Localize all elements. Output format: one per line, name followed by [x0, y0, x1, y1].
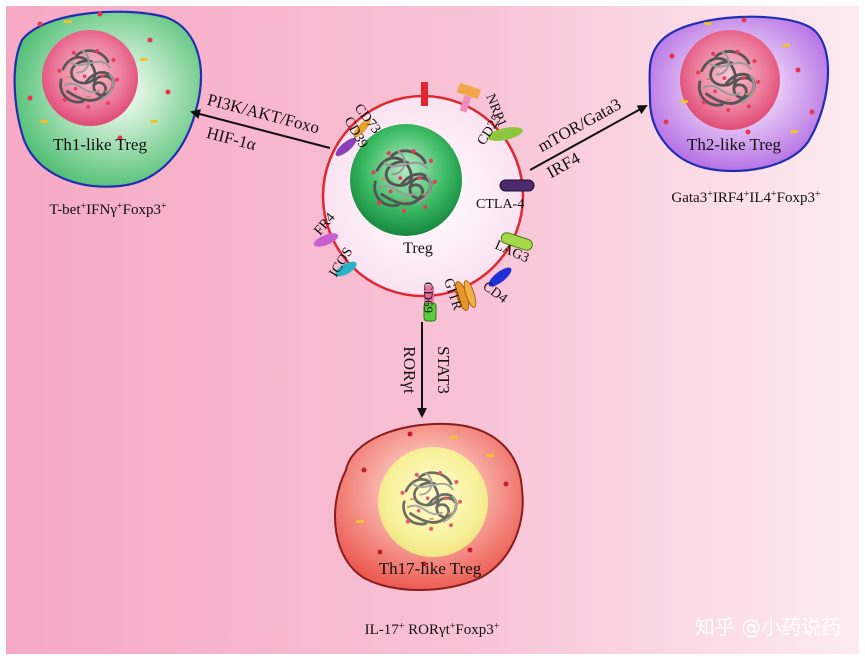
th17-pathway-left: RORγt	[400, 346, 419, 393]
th2-cell-label: Th2-like Treg	[687, 135, 781, 154]
ctla4-receptor: CTLA-4	[476, 179, 535, 212]
th17-nucleus	[378, 447, 488, 557]
th17-cell-label: Th17-like Treg	[379, 559, 482, 578]
th2-like-treg-cell: Th2-like Treg	[648, 15, 830, 173]
cd69-receptor: CD69	[421, 282, 437, 322]
th17-phenotype: IL-17+ RORγt+Foxp3+	[365, 621, 500, 639]
th1-phenotype: T-bet+IFNγ+Foxp3+	[49, 201, 167, 219]
th1-like-treg-cell: Th1-like Treg	[13, 10, 203, 188]
ctla4-label: CTLA-4	[476, 197, 524, 212]
watermark: 知乎 @小药说药	[695, 615, 841, 639]
central-treg-cell: Treg NRP1 CD73 CD39 CD25 CTLA-4 LAG3	[312, 82, 535, 322]
th1-cell-label: Th1-like Treg	[53, 135, 147, 154]
th17-differentiation-arrow: STAT3 RORγt	[400, 322, 453, 418]
th17-like-treg-cell: Th17-like Treg	[334, 422, 524, 591]
cd69-label: CD69	[421, 282, 436, 313]
th2-phenotype: Gata3+IRF4+IL4+Foxp3+	[671, 189, 821, 207]
receptor-top-red	[421, 82, 428, 106]
th17-pathway-right: STAT3	[434, 346, 453, 394]
treg-label: Treg	[403, 240, 433, 257]
